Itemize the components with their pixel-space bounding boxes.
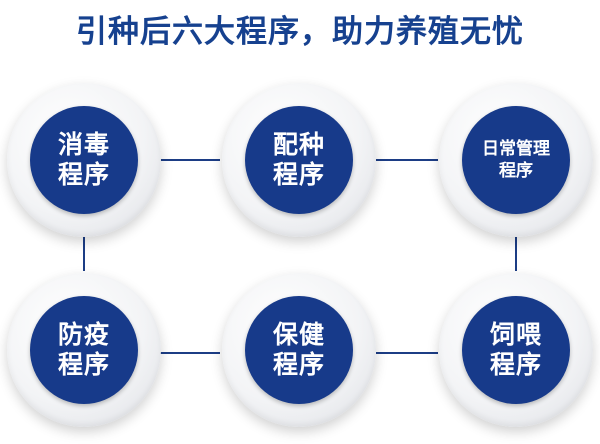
node-feeding-line2: 程序 bbox=[489, 350, 542, 379]
node-breeding: 配种 程序 bbox=[222, 83, 376, 237]
connector-health-care-epidemic-prevention bbox=[160, 352, 220, 354]
node-epidemic-prevention-line1: 防疫 bbox=[57, 320, 110, 349]
node-health-care-line2: 程序 bbox=[272, 350, 325, 379]
node-daily-management-line2: 程序 bbox=[499, 161, 533, 181]
node-disinfection: 消毒 程序 bbox=[7, 83, 161, 237]
node-breeding-line1: 配种 bbox=[272, 130, 325, 159]
node-disinfection-line2: 程序 bbox=[57, 160, 110, 189]
node-feeding: 饲喂 程序 bbox=[439, 273, 593, 427]
node-feeding-line1: 饲喂 bbox=[489, 320, 542, 349]
connector-disinfection-breeding bbox=[160, 159, 220, 161]
node-health-care-circle: 保健 程序 bbox=[245, 296, 353, 404]
node-daily-management-circle: 日常管理 程序 bbox=[462, 106, 570, 214]
node-epidemic-prevention-line2: 程序 bbox=[57, 350, 110, 379]
connector-breeding-daily-management bbox=[376, 159, 438, 161]
node-health-care-line1: 保健 bbox=[272, 320, 325, 349]
node-daily-management-line1: 日常管理 bbox=[482, 139, 550, 159]
connector-feeding-health-care bbox=[376, 352, 438, 354]
node-epidemic-prevention: 防疫 程序 bbox=[7, 273, 161, 427]
node-breeding-line2: 程序 bbox=[272, 160, 325, 189]
node-breeding-circle: 配种 程序 bbox=[245, 106, 353, 214]
page-title: 引种后六大程序，助力养殖无忧 bbox=[76, 14, 524, 50]
node-disinfection-circle: 消毒 程序 bbox=[30, 106, 138, 214]
node-health-care: 保健 程序 bbox=[222, 273, 376, 427]
node-epidemic-prevention-circle: 防疫 程序 bbox=[30, 296, 138, 404]
connector-epidemic-prevention-disinfection bbox=[83, 237, 85, 271]
node-feeding-circle: 饲喂 程序 bbox=[462, 296, 570, 404]
node-disinfection-line1: 消毒 bbox=[57, 130, 110, 159]
connector-daily-management-feeding bbox=[515, 237, 517, 271]
node-daily-management: 日常管理 程序 bbox=[439, 83, 593, 237]
